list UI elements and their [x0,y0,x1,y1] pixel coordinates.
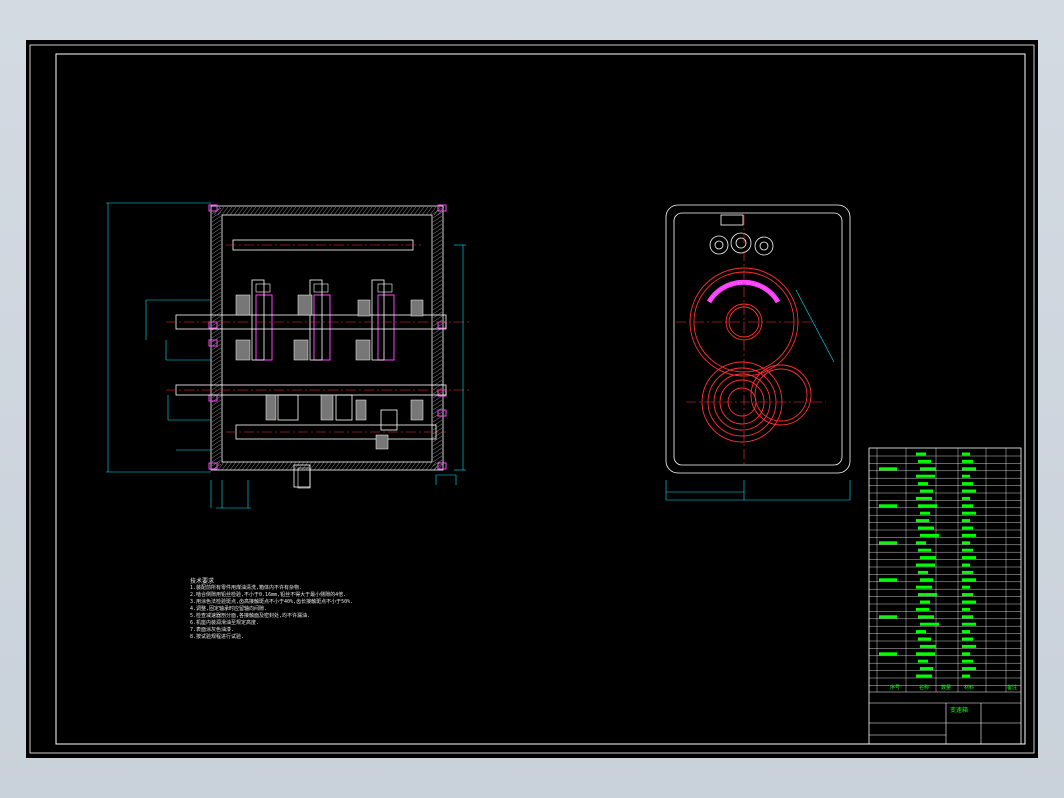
drawing-title: 变速箱 [950,706,968,714]
technical-note-3: 3.用涂色法检验斑点,齿高接触斑点不小于40%,齿长接触斑点不小于50%. [190,599,354,605]
technical-notes-title: 技术要求 [190,578,215,585]
table-header-remark: 备注 [1007,684,1017,691]
technical-note-8: 8.按试验规程进行试验. [190,634,245,640]
sheet-frame [29,44,1035,754]
table-header-no: 序号 [890,684,900,691]
technical-note-7: 7.表面涂灰色油漆. [190,627,235,633]
gearbox-section-view [106,202,471,509]
gearbox-end-view [665,204,851,501]
technical-note-6: 6.机座内装润滑油至规定高度. [190,620,260,626]
parts-list-table: 序号 名称 数量 材料 备注 变速箱 [868,447,1022,745]
technical-note-4: 4.调整,固定轴承时应留轴向间隙. [190,606,268,612]
technical-note-2: 2.啮合侧隙用铅丝检验,不小于0.16mm,铅丝不得大于最小侧隙的4倍. [190,592,347,598]
technical-note-5: 5.检查减速器剖分面,各接触面及密封处,均不许漏油. [190,613,311,619]
table-header-qty: 数量 [941,684,951,691]
table-header-material: 材料 [964,684,974,691]
technical-note-1: 1.装配前所有零件用煤油清洗,箱体内不许有杂物. [190,585,303,591]
drawing-svg: 序号 名称 数量 材料 备注 变速箱 [29,44,1035,754]
drawing-sheet[interactable]: 序号 名称 数量 材料 备注 变速箱 技术要求 1.装配前所有零件用煤油清洗,箱… [26,40,1038,758]
table-header-name: 名称 [919,684,929,691]
